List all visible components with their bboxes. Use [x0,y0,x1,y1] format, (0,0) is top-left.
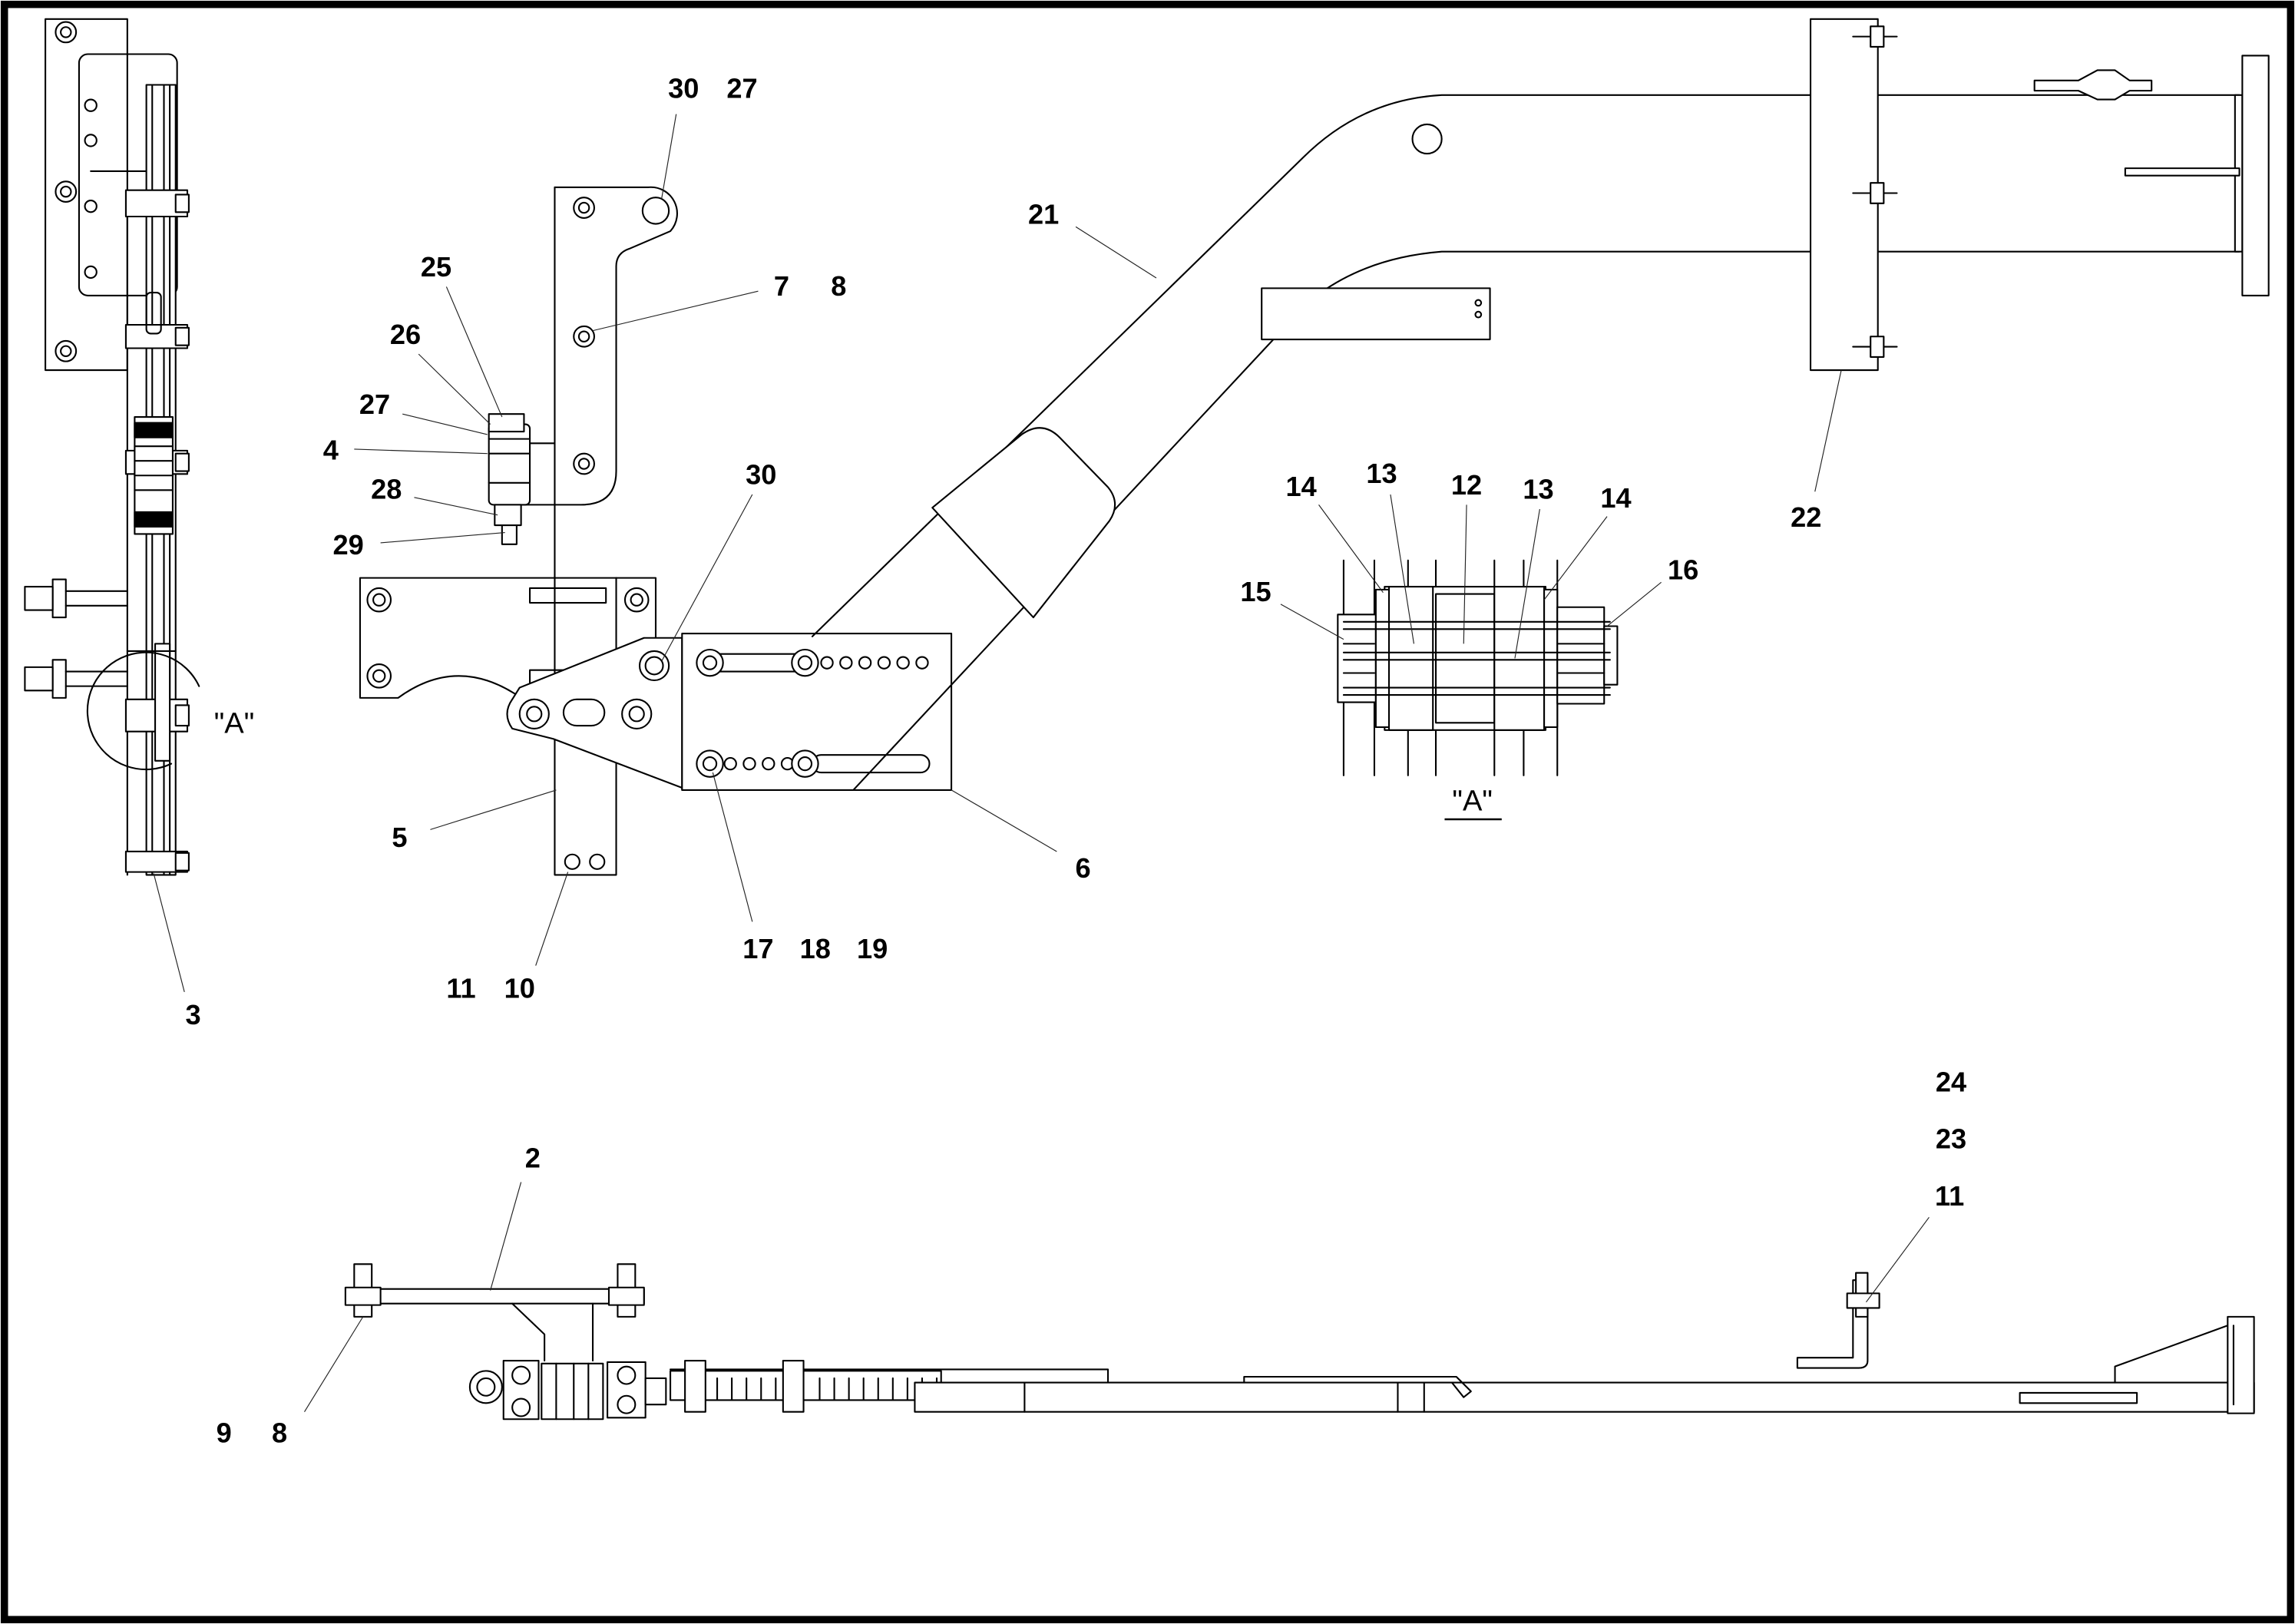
rack [670,1370,942,1401]
callout-24: 24 [1936,1066,1966,1097]
callout-9: 9 [217,1417,232,1449]
callout-11: 11 [446,972,475,1004]
leader-3 [153,873,185,993]
callout-27: 27 [359,389,390,420]
callout-10: 10 [504,972,535,1004]
callout-2: 2 [525,1143,541,1174]
callout-6: 6 [1076,852,1091,884]
callout-28: 28 [371,474,402,505]
top-plate [350,1288,645,1305]
callout-12: 12 [1451,469,1482,501]
detail-leaders [1280,494,1662,659]
callout-11: 11 [1935,1180,1964,1212]
arm-leaders [1075,226,1842,492]
callout-14: 14 [1600,482,1631,514]
l-bracket [1796,1272,1880,1369]
bottom-view-assembly [344,1263,2255,1421]
bushing-left-13 [1387,586,1434,731]
arm-outer-edge [811,94,2240,637]
callout-5: 5 [392,822,407,853]
bottom-leaders [304,1182,1930,1413]
callout-30: 30 [746,459,776,491]
end-flange-bottom [2227,1315,2255,1414]
clip-bracket [2033,69,2153,101]
eye-hole [641,197,670,225]
spacer-12 [1434,593,1496,724]
callout-30: 30 [668,73,699,104]
callout-13: 13 [1366,458,1397,489]
callout-23: 23 [1936,1123,1966,1155]
hinge-block [468,1359,667,1421]
callout-16: 16 [1668,554,1698,586]
detail-a-marker: "A" [214,708,254,740]
callout-7: 7 [774,270,789,302]
callout-18: 18 [800,933,831,964]
arm-sleeve [931,427,1116,619]
callout-29: 29 [333,529,364,561]
callout-17: 17 [742,933,773,964]
callout-26: 26 [390,319,421,350]
callout-13: 13 [1523,474,1553,505]
mount-plate-22 [1809,18,1898,372]
callout-22: 22 [1791,501,1821,533]
arm-assembly [811,18,2270,791]
arm-bracket [1261,287,1491,341]
side-brackets [24,578,128,699]
callout-21: 21 [1028,199,1059,230]
turnbuckle [488,413,531,545]
bracket-assembly [359,186,953,876]
callout-8: 8 [831,270,846,302]
detail-a-circle [86,651,200,771]
detail-a-view [1337,559,1619,776]
pin [2124,167,2240,177]
bolt-head-15 [1337,614,1377,703]
callout-8: 8 [272,1417,287,1449]
washer-left-14 [1374,588,1391,729]
bolt-heads [55,21,78,362]
end-flange [2241,55,2270,296]
callout-4: 4 [323,434,339,465]
adjustment-plate [681,632,953,791]
arm-hole [1411,123,1443,155]
callout-19: 19 [857,933,888,964]
pivot-link [506,637,689,791]
bushing-right-13 [1493,586,1546,731]
spring [134,415,174,535]
side-view-assembly [24,18,200,876]
callout-14: 14 [1286,471,1317,502]
callout-3: 3 [186,999,201,1030]
main-bar [914,1381,2255,1413]
washer-right-14 [1543,588,1559,729]
detail-a-title: "A" [1452,786,1492,818]
callout-27: 27 [726,73,757,104]
callout-15: 15 [1240,576,1271,607]
upper-plate [521,186,678,506]
callout-25: 25 [421,251,451,283]
middle-leaders [354,114,1057,966]
